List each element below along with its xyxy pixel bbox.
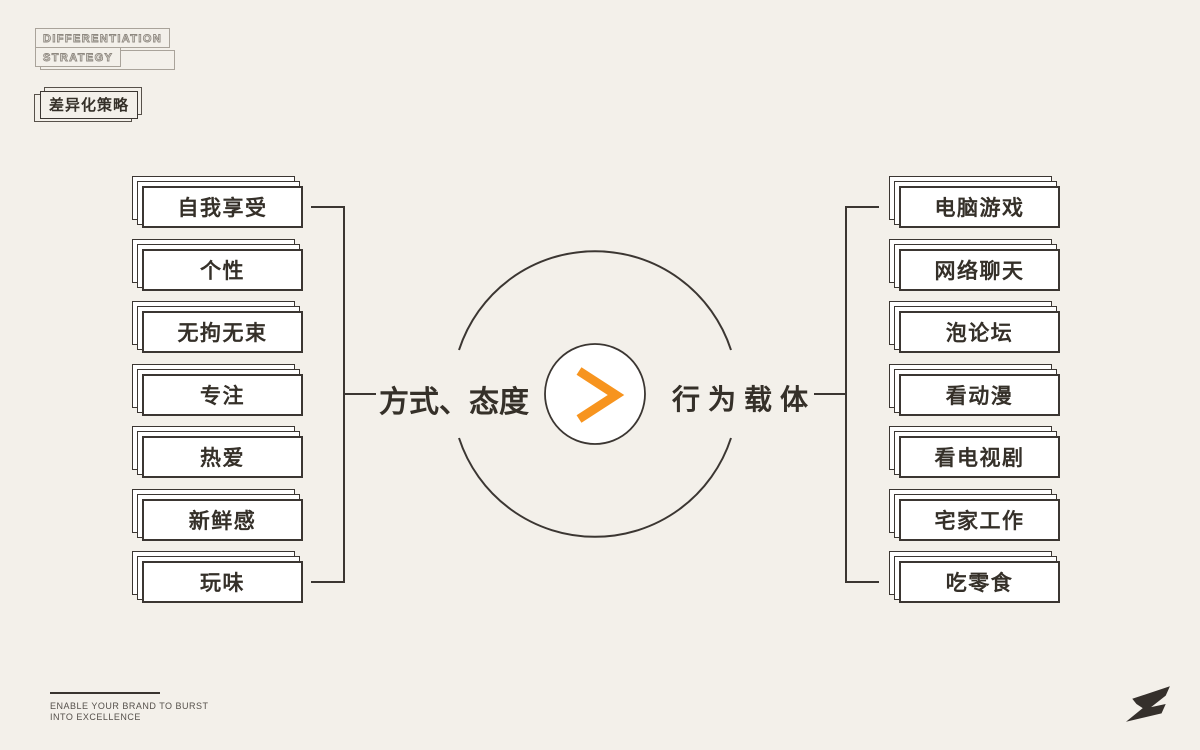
list-item-label: 看动漫 xyxy=(945,384,1014,408)
list-item-face: 网络聊天 xyxy=(899,248,1060,291)
list-item-face: 专注 xyxy=(142,373,303,416)
attitude-list: 自我享受 个性 无拘无束 专注 xyxy=(132,176,303,624)
list-item-face: 看动漫 xyxy=(899,373,1060,416)
outer-circle-arc-top xyxy=(458,250,732,351)
list-item-label: 看电视剧 xyxy=(934,447,1025,470)
list-item-label: 网络聊天 xyxy=(934,259,1025,283)
footer-rule xyxy=(50,692,160,694)
list-item-face: 无拘无束 xyxy=(142,311,303,353)
behavior-list: 电脑游戏 网络聊天 泡论坛 看动漫 xyxy=(889,176,1060,624)
list-item-face: 看电视剧 xyxy=(899,436,1060,478)
list-item: 自我享受 xyxy=(132,176,303,228)
list-item-label: 宅家工作 xyxy=(934,509,1025,533)
greater-than-icon xyxy=(576,367,625,423)
list-item: 专注 xyxy=(132,363,303,416)
title-en-line1: DIFFERENTIATION xyxy=(43,33,163,46)
list-item-label: 专注 xyxy=(200,384,245,408)
list-item: 宅家工作 xyxy=(889,488,1060,541)
list-item-face: 吃零食 xyxy=(899,561,1060,603)
list-item-face: 热爱 xyxy=(142,436,303,478)
list-item: 泡论坛 xyxy=(889,301,1060,353)
list-item: 玩味 xyxy=(132,551,303,603)
right-bracket xyxy=(814,206,879,583)
list-item-face: 泡论坛 xyxy=(899,311,1060,353)
list-item: 网络聊天 xyxy=(889,238,1060,291)
title-zh-box: 差异化策略 xyxy=(34,87,143,122)
list-item: 热爱 xyxy=(132,426,303,478)
list-item-label: 无拘无束 xyxy=(177,322,268,345)
outer-circle-arc-bottom xyxy=(458,437,732,538)
list-item: 吃零食 xyxy=(889,551,1060,603)
list-item: 电脑游戏 xyxy=(889,176,1060,228)
title-en-line2-box: STRATEGY xyxy=(35,47,176,70)
list-item: 个性 xyxy=(132,238,303,291)
footer-tagline-line1: ENABLE YOUR BRAND TO BURST xyxy=(50,701,209,711)
slide-header: DIFFERENTIATION STRATEGY 差异化策略 xyxy=(34,28,176,122)
left-group-label: 方式、态度 xyxy=(379,386,529,419)
list-item-face: 个性 xyxy=(142,248,303,291)
list-item: 新鲜感 xyxy=(132,488,303,541)
brand-logo-z-icon xyxy=(1126,686,1170,722)
title-en-line1-box: DIFFERENTIATION xyxy=(35,28,171,48)
center-circle xyxy=(544,343,646,445)
list-item-face: 自我享受 xyxy=(142,186,303,228)
list-item-label: 个性 xyxy=(200,259,245,283)
list-item-face: 宅家工作 xyxy=(899,498,1060,541)
list-item: 看动漫 xyxy=(889,363,1060,416)
list-item-label: 吃零食 xyxy=(945,572,1014,595)
list-item-face: 新鲜感 xyxy=(142,498,303,541)
list-item-label: 电脑游戏 xyxy=(934,197,1025,220)
footer-tagline-line2: INTO EXCELLENCE xyxy=(50,712,141,722)
list-item-label: 玩味 xyxy=(200,572,245,595)
list-item-face: 玩味 xyxy=(142,561,303,603)
list-item: 无拘无束 xyxy=(132,301,303,353)
footer: ENABLE YOUR BRAND TO BURST INTO EXCELLEN… xyxy=(50,692,209,723)
title-en-line2: STRATEGY xyxy=(43,52,114,65)
list-item-label: 热爱 xyxy=(200,447,245,470)
list-item-label: 新鲜感 xyxy=(188,509,257,533)
right-group-label: 行为载体 xyxy=(671,384,816,415)
left-bracket xyxy=(311,206,376,583)
list-item-label: 泡论坛 xyxy=(945,322,1014,345)
list-item-label: 自我享受 xyxy=(177,197,268,220)
title-zh: 差异化策略 xyxy=(40,91,139,119)
list-item-face: 电脑游戏 xyxy=(899,186,1060,228)
list-item: 看电视剧 xyxy=(889,426,1060,478)
